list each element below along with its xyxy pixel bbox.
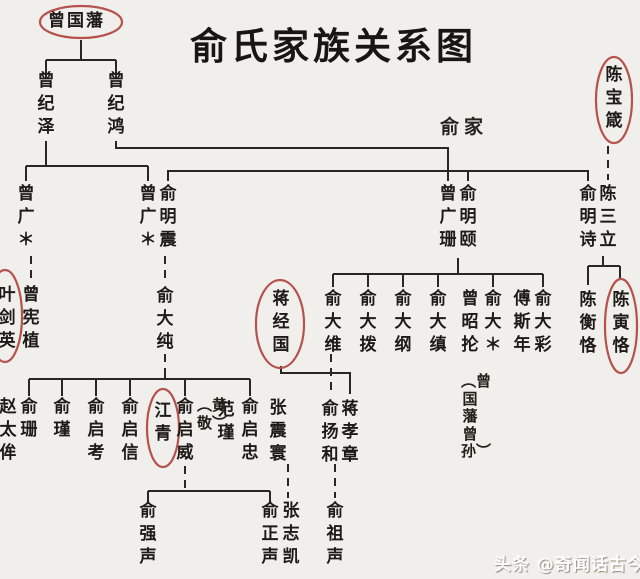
person-zeng-guang-2: 曾广＊	[139, 184, 157, 250]
note-huang-jing: ︵黄敬︶	[197, 396, 228, 432]
person-yu-mingshi: 俞明诗	[579, 184, 597, 250]
person-jiang-jingguo: 蒋经国	[272, 289, 290, 355]
person-yu-yanghe: 俞扬和	[321, 399, 339, 465]
person-chen-yinke: 陈寅恪	[612, 290, 630, 356]
note-zeng-guofan-great-grandson: ︵曾国藩曾孙︶	[461, 372, 492, 460]
person-yu-zhengsheng: 俞正声	[261, 501, 279, 567]
person-yu-da-x: 俞大＊	[484, 289, 502, 355]
person-yu-dazhen: 俞大缜	[429, 289, 447, 355]
person-fu-sinian: 傅斯年	[513, 289, 531, 355]
person-yu-jin: 俞瑾	[53, 397, 71, 440]
person-yu-qiwei: 俞启威	[176, 397, 194, 463]
person-yu-shan: 俞珊	[20, 397, 38, 440]
person-zeng-jihong: 曾纪鸿	[107, 71, 125, 137]
person-zeng-guangshan: 曾广珊	[439, 184, 457, 250]
person-chen-baozhen: 陈宝箴	[605, 65, 623, 131]
yu-family-label: 俞家	[440, 116, 489, 138]
person-zhang-zhenhuan: 张震寰	[269, 398, 287, 464]
person-jiang-qing: 江青	[154, 401, 172, 444]
person-yu-mingyi: 俞明颐	[459, 184, 477, 250]
person-jiang-xiaozhang: 蒋孝章	[341, 399, 359, 465]
person-yu-dachun: 俞大纯	[156, 286, 174, 352]
person-zeng-jize: 曾纪泽	[37, 71, 55, 137]
person-zhao-taimou: 赵太侔	[0, 397, 17, 463]
person-yu-dagang: 俞大纲	[394, 289, 412, 355]
person-yu-qixin: 俞启信	[121, 397, 139, 463]
person-yu-qikao: 俞启考	[87, 397, 105, 463]
person-chen-hengke: 陈衡恪	[579, 290, 597, 356]
person-zeng-xianzhi: 曾宪植	[22, 285, 40, 351]
person-zeng-guofan: 曾国藩	[48, 11, 105, 31]
diagram-title: 俞氏家族关系图	[190, 25, 477, 68]
person-yu-dabo: 俞大拨	[359, 289, 377, 355]
person-yu-dawei: 俞大维	[324, 289, 342, 355]
person-fan-jin: 范瑾	[217, 400, 235, 443]
person-chen-sanli: 陈三立	[599, 184, 617, 250]
person-yu-dacai: 俞大彩	[534, 289, 552, 355]
person-yu-zusheng: 俞祖声	[326, 501, 344, 567]
person-yu-mingzhen: 俞明震	[159, 184, 177, 250]
person-yu-qiangsheng: 俞强声	[139, 501, 157, 567]
watermark-text: 头条 @奇闻话古今	[494, 555, 640, 575]
person-ye-jianying: 叶剑英	[0, 285, 16, 351]
person-zhang-zhikai: 张志凯	[282, 501, 300, 567]
person-zeng-zhaolun: 曾昭抡	[461, 289, 479, 355]
person-yu-qizhong: 俞启忠	[241, 397, 259, 463]
person-zeng-guang-1: 曾广＊	[17, 184, 35, 250]
